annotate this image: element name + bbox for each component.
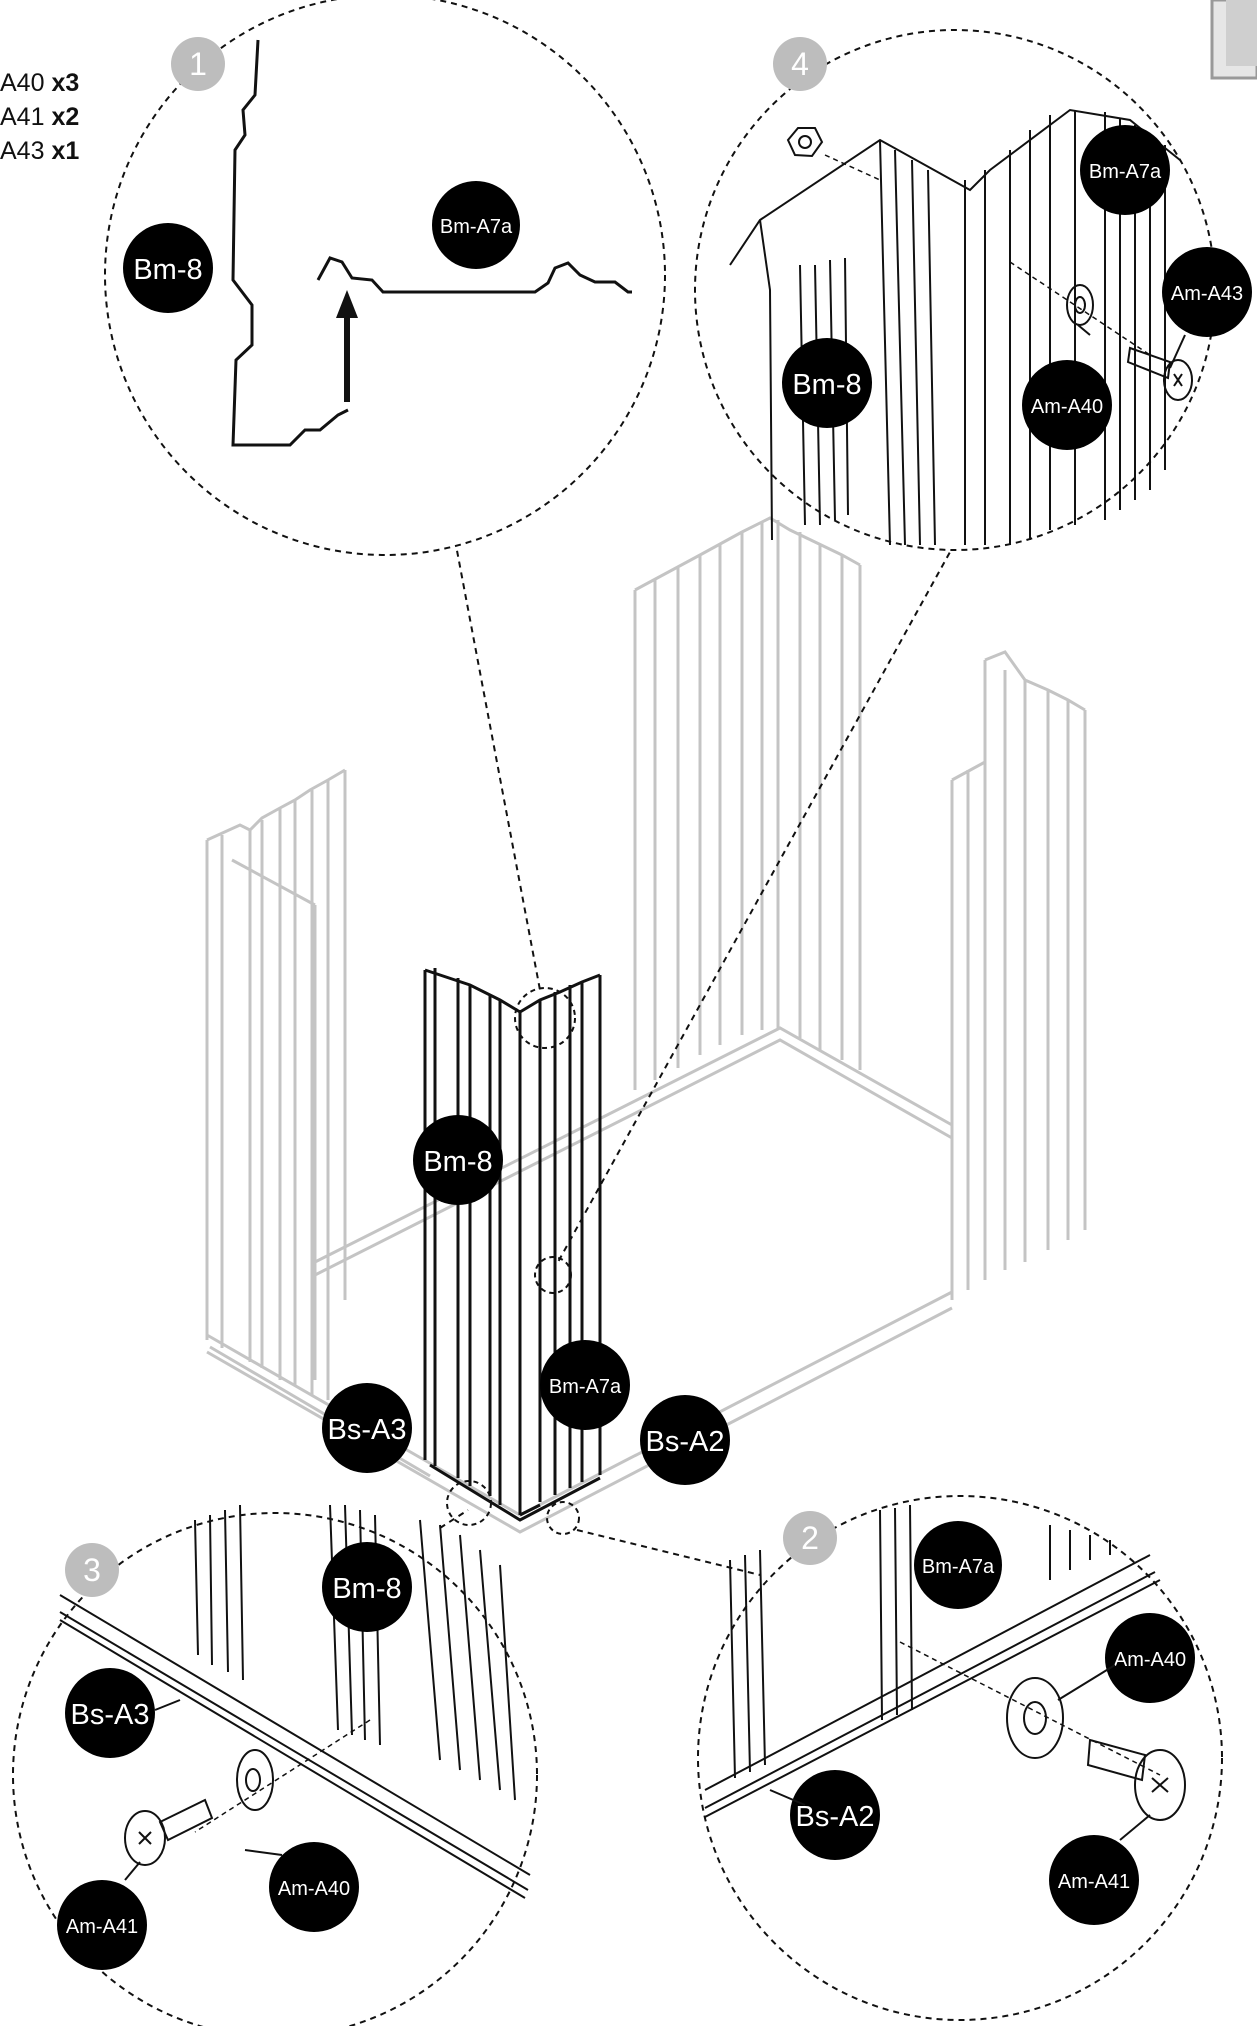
parts-list-item: A41 x2 bbox=[0, 100, 79, 134]
tag-label: Am-A41 bbox=[1058, 1871, 1130, 1893]
detail-4-boundary bbox=[694, 29, 1216, 551]
tag-bs-a2: Bs-A2 bbox=[640, 1395, 730, 1485]
tag-am-a40: Am-A40 bbox=[1022, 360, 1112, 450]
washer-icon bbox=[1006, 1677, 1064, 1759]
tag-am-a41: Am-A41 bbox=[1049, 1835, 1139, 1925]
part-code: A43 bbox=[0, 137, 45, 165]
detail-1 bbox=[104, 0, 666, 556]
tag-label: Bs-A3 bbox=[328, 1414, 407, 1446]
screw-icon bbox=[124, 1798, 214, 1866]
detail-marker-2 bbox=[546, 1501, 580, 1535]
tag-bm-a7a: Bm-A7a bbox=[914, 1521, 1002, 1609]
shed-base-frame bbox=[206, 1026, 953, 1534]
tag-label: Bm-A7a bbox=[549, 1376, 622, 1398]
step-number: 2 bbox=[801, 1520, 819, 1556]
step-number: 4 bbox=[791, 46, 809, 82]
bm-a7a-profile bbox=[316, 256, 632, 294]
right-wall-panels bbox=[950, 650, 1087, 1300]
step-badge-2: 2 bbox=[783, 1511, 837, 1565]
arrow-up-icon bbox=[336, 290, 358, 402]
tag-bm8: Bm-8 bbox=[123, 223, 213, 313]
tag-bm8: Bm-8 bbox=[782, 338, 872, 428]
left-wall-panels bbox=[205, 768, 347, 1400]
screw-leader bbox=[1009, 261, 1151, 356]
part-code: A41 bbox=[0, 103, 45, 131]
detail-3-boundary bbox=[12, 1512, 538, 2026]
tag-bm-a7a: Bm-A7a bbox=[1080, 125, 1170, 215]
tag-bs-a2: Bs-A2 bbox=[790, 1770, 880, 1860]
bm8-profile bbox=[231, 39, 349, 447]
tag-bs-a3: Bs-A3 bbox=[65, 1668, 155, 1758]
step-badge-3: 3 bbox=[65, 1543, 119, 1597]
detail-markers bbox=[446, 987, 580, 1535]
tag-bm-a7a: Bm-A7a bbox=[540, 1340, 630, 1430]
tag-label: Bs-A2 bbox=[796, 1801, 875, 1833]
tag-am-a40: Am-A40 bbox=[269, 1842, 359, 1932]
parts-list-item: A40 x3 bbox=[0, 66, 79, 100]
page-tab-marker bbox=[1210, 0, 1257, 80]
tag-label: Am-A40 bbox=[278, 1878, 350, 1900]
tag-label: Bm-A7a bbox=[1089, 161, 1162, 183]
tag-label: Bm-A7a bbox=[440, 216, 513, 238]
tag-label: Bm-A7a bbox=[922, 1556, 995, 1578]
corner-panel-assembly bbox=[423, 968, 602, 1522]
fastener-leader bbox=[194, 1719, 371, 1833]
tag-am-a40: Am-A40 bbox=[1105, 1613, 1195, 1703]
tag-am-a43: Am-A43 bbox=[1162, 247, 1252, 337]
step-number: 1 bbox=[189, 46, 207, 82]
part-qty: x1 bbox=[51, 137, 80, 165]
tag-label: Am-A43 bbox=[1171, 283, 1243, 305]
tag-label: Am-A40 bbox=[1114, 1649, 1186, 1671]
tag-label: Am-A40 bbox=[1031, 396, 1103, 418]
step-number: 3 bbox=[83, 1552, 101, 1588]
back-wall-panels bbox=[633, 516, 862, 1090]
tag-leaders bbox=[124, 324, 1186, 1881]
nut-leader bbox=[824, 154, 881, 181]
tag-label: Bm-8 bbox=[423, 1146, 492, 1178]
tag-label: Bm-8 bbox=[332, 1573, 401, 1605]
part-qty: x3 bbox=[51, 69, 80, 97]
tag-bm8: Bm-8 bbox=[322, 1542, 412, 1632]
screw-icon bbox=[1126, 346, 1193, 401]
tag-label: Bs-A3 bbox=[71, 1699, 150, 1731]
hex-nut-icon bbox=[786, 127, 824, 158]
screw-icon bbox=[1086, 1738, 1186, 1821]
tag-am-a41: Am-A41 bbox=[57, 1880, 147, 1970]
detail-marker-4 bbox=[534, 1256, 572, 1294]
step-badge-1: 1 bbox=[171, 37, 225, 91]
tag-label: Bm-8 bbox=[133, 254, 202, 286]
detail-marker-1 bbox=[514, 987, 576, 1049]
washer-icon bbox=[236, 1749, 274, 1811]
parts-list-item: A43 x1 bbox=[0, 134, 79, 168]
tag-bm-a7a: Bm-A7a bbox=[432, 181, 520, 269]
detail-marker-3 bbox=[446, 1480, 492, 1526]
parts-list: A40 x3 A41 x2 A43 x1 bbox=[0, 66, 79, 168]
detail-1-boundary bbox=[104, 0, 666, 556]
tag-bs-a3: Bs-A3 bbox=[322, 1383, 412, 1473]
tag-bm8: Bm-8 bbox=[413, 1115, 503, 1205]
tag-label: Am-A41 bbox=[66, 1916, 138, 1938]
step-badge-4: 4 bbox=[773, 37, 827, 91]
detail-3 bbox=[12, 1504, 538, 2026]
detail-4 bbox=[694, 29, 1216, 551]
part-qty: x2 bbox=[51, 103, 80, 131]
washer-icon bbox=[1066, 284, 1094, 326]
tag-label: Bs-A2 bbox=[646, 1426, 725, 1458]
fastener-leader bbox=[899, 1641, 1161, 1776]
part-code: A40 bbox=[0, 69, 45, 97]
tag-label: Bm-8 bbox=[792, 369, 861, 401]
